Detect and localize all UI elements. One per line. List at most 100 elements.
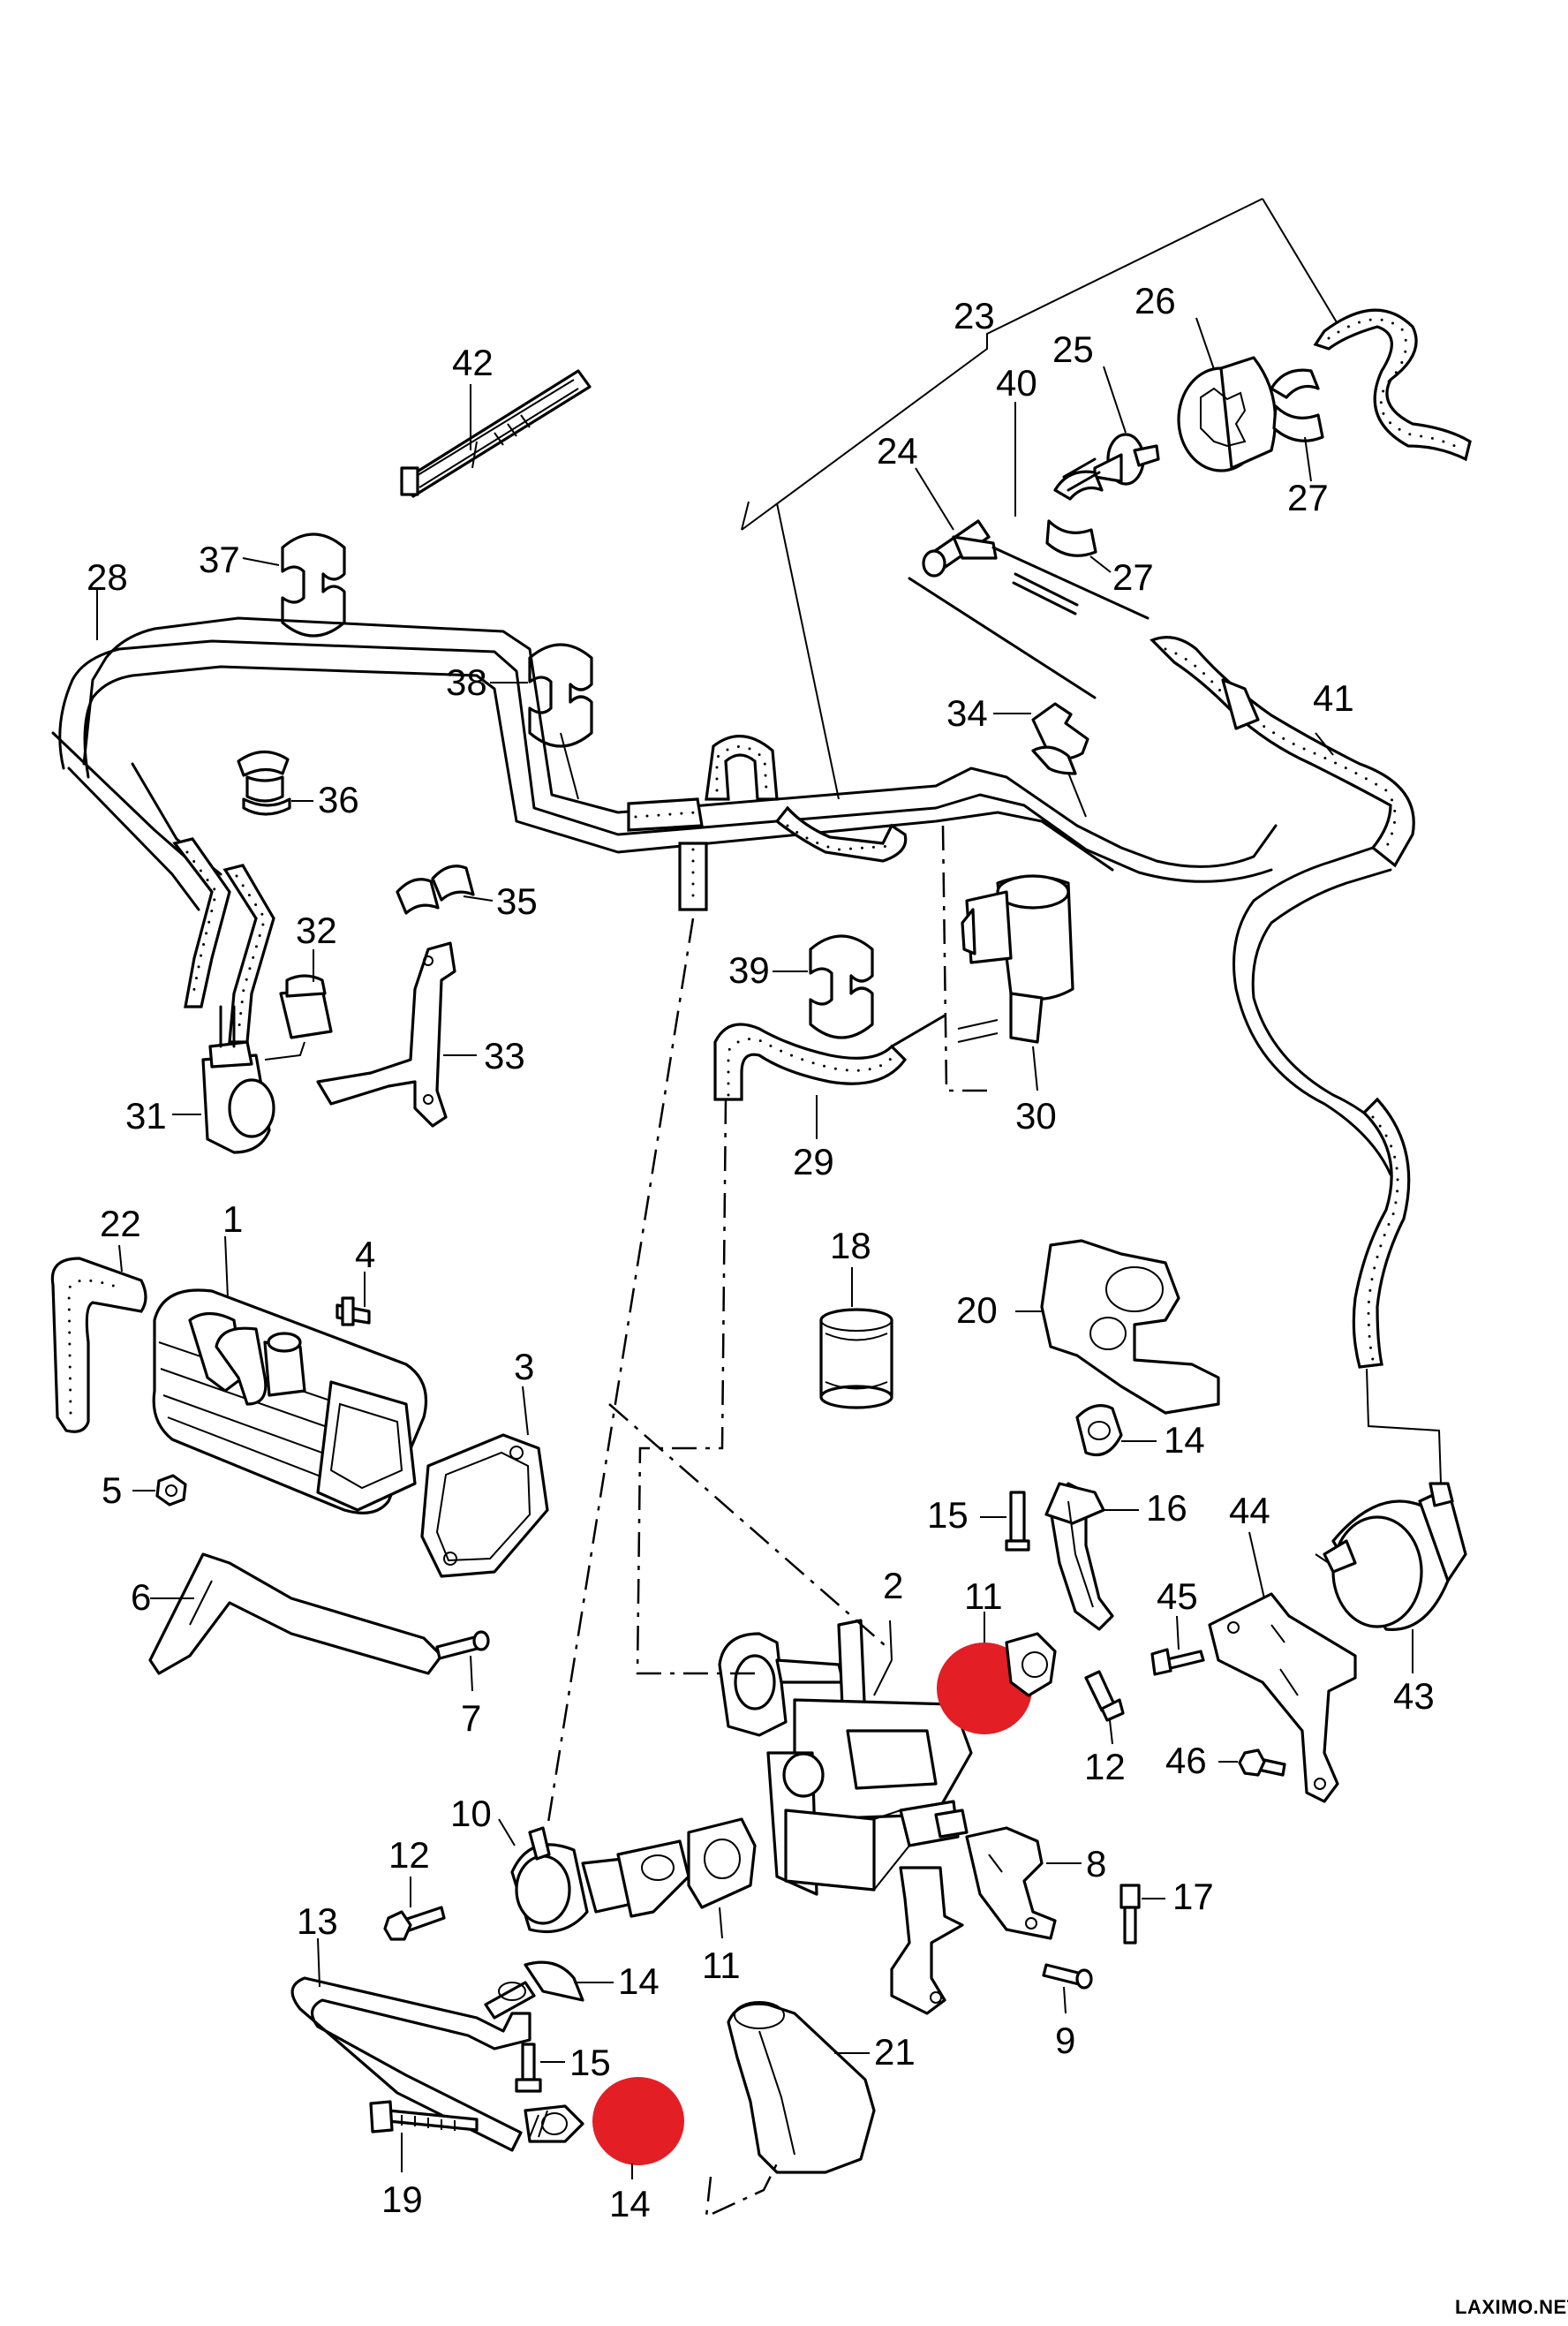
label-46: 46 (1165, 1740, 1207, 1781)
label-24: 24 (877, 430, 918, 472)
label-4: 4 (355, 1234, 375, 1275)
label-35: 35 (496, 880, 538, 922)
bracket-33 (316, 941, 456, 1128)
gasket-11-upper (1005, 1632, 1057, 1697)
vacuum-unit-10 (510, 1826, 690, 1934)
egr-pipe-13 (290, 1976, 536, 2152)
hose-clip-36 (237, 750, 291, 816)
label-10: 10 (450, 1793, 492, 1834)
label-18: 18 (830, 1225, 871, 1266)
label-27-top: 27 (1287, 477, 1329, 518)
gasket-14-upper (1075, 1404, 1123, 1457)
label-40: 40 (996, 362, 1037, 404)
coolant-hose-22 (50, 1257, 147, 1433)
vacuum-tee-24 (922, 519, 998, 578)
dash-dot-connections (546, 825, 989, 2219)
vacuum-hose-41 (1150, 636, 1415, 868)
label-27-lower: 27 (1112, 556, 1154, 598)
label-12-upper: 12 (1084, 1746, 1126, 1787)
label-31: 31 (125, 1095, 167, 1137)
label-14-lower: 14 (609, 2183, 651, 2224)
lower-bracket (890, 1866, 964, 2015)
hose-clip-27-top (1270, 368, 1324, 442)
label-16: 16 (1146, 1487, 1187, 1529)
label-14-upper: 14 (1164, 1419, 1205, 1461)
pressure-sensor-31 (201, 1040, 275, 1154)
egr-pipe-16 (1044, 1482, 1114, 1631)
gasket-14-lower (524, 2104, 584, 2143)
hose-clip-27-lower (1045, 470, 1104, 557)
watermark: LAXIMO.NET (1455, 2296, 1568, 2318)
label-36: 36 (318, 779, 359, 820)
label-45: 45 (1157, 1575, 1198, 1617)
part-number-labels: 1 2 3 4 5 6 7 8 9 10 11 11 12 12 13 14 1… (87, 280, 1435, 2224)
label-17: 17 (1172, 1876, 1214, 1917)
vacuum-hose-29 (713, 1023, 908, 1101)
label-11-upper: 11 (964, 1575, 1003, 1617)
bracket-8 (965, 1826, 1057, 1940)
vacuum-hose-top-right (1313, 308, 1472, 462)
bolt-12-lower (383, 1906, 446, 1941)
label-19: 19 (381, 2179, 423, 2220)
bolt-15-lower (515, 2043, 542, 2093)
label-37: 37 (199, 539, 240, 580)
label-7: 7 (461, 1697, 481, 1739)
gasket-11-lower (687, 1817, 757, 1909)
label-39: 39 (728, 949, 770, 991)
nut-5 (155, 1474, 187, 1507)
bolt-4 (335, 1296, 371, 1326)
label-22: 22 (100, 1203, 141, 1244)
label-15-lower: 15 (569, 2042, 611, 2083)
bolt-17 (1119, 1884, 1141, 1945)
label-30: 30 (1015, 1095, 1057, 1137)
label-34: 34 (946, 692, 988, 734)
bolt-46 (1238, 1748, 1286, 1777)
label-29: 29 (793, 1141, 834, 1182)
highlight-marker-lower (592, 2077, 684, 2165)
label-5: 5 (102, 1469, 122, 1511)
label-2: 2 (883, 1565, 903, 1606)
label-15-upper: 15 (927, 1494, 969, 1536)
gasket-3 (420, 1433, 549, 1578)
hose-clip-39 (809, 934, 874, 1039)
solenoid-valve-30 (957, 874, 1074, 1044)
label-25: 25 (1052, 329, 1094, 370)
label-6: 6 (131, 1576, 151, 1618)
egr-valve-2 (718, 1619, 973, 1896)
egr-cooler-1 (152, 1288, 428, 1514)
label-33: 33 (484, 1035, 525, 1076)
bolt-7 (435, 1630, 490, 1660)
label-43: 43 (1393, 1675, 1435, 1717)
bolt-45 (1150, 1648, 1205, 1676)
gasket-14-mid (524, 1960, 584, 2002)
hose-clip-38 (528, 643, 593, 748)
label-38: 38 (446, 661, 487, 703)
flange-elbow-20 (1040, 1239, 1220, 1415)
label-3: 3 (514, 1346, 534, 1387)
sleeve-18 (819, 1308, 893, 1409)
vacuum-line-assembly-frame (741, 198, 1343, 800)
label-41: 41 (1313, 677, 1354, 719)
label-23: 23 (954, 295, 995, 336)
vacuum-unit-43 (1315, 1482, 1467, 1631)
vacuum-pipe-28 (51, 616, 1278, 911)
vacuum-hose-41-lower (1352, 1097, 1411, 1369)
label-26: 26 (1135, 280, 1176, 321)
label-28: 28 (87, 556, 128, 598)
label-8: 8 (1086, 1843, 1106, 1884)
bolt-9 (1042, 1963, 1093, 1990)
label-20: 20 (956, 1289, 998, 1331)
bracket-44 (1208, 1592, 1357, 1803)
label-13: 13 (297, 1900, 338, 1942)
label-32: 32 (296, 910, 337, 951)
label-12-lower: 12 (388, 1834, 430, 1876)
vacuum-reservoir-26 (1177, 356, 1278, 472)
bracket-6 (148, 1552, 443, 1675)
bolt-19 (369, 2100, 479, 2133)
label-21: 21 (874, 2031, 916, 2073)
label-44: 44 (1229, 1490, 1270, 1531)
label-11-lower: 11 (702, 1945, 741, 1986)
connector-32 (279, 974, 333, 1039)
non-return-valve-25 (1093, 433, 1160, 486)
